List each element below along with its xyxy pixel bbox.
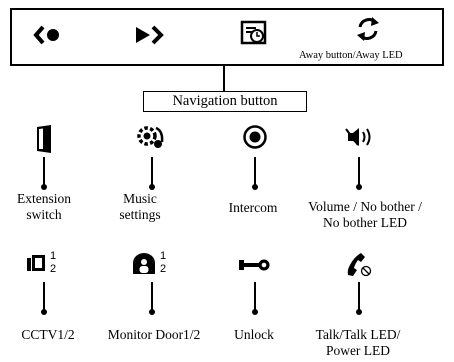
intercom-dot xyxy=(252,184,258,190)
talk-label: Talk/Talk LED/ Power LED xyxy=(300,327,416,359)
music-connector xyxy=(151,157,153,187)
unlock-key-icon[interactable] xyxy=(238,258,272,272)
volume-label-line2: No bother LED xyxy=(323,215,407,230)
intercom-connector xyxy=(254,157,256,187)
talk-connector xyxy=(358,282,360,312)
refresh-icon[interactable] xyxy=(354,15,382,43)
extension-switch-icon[interactable] xyxy=(34,124,54,154)
volume-label: Volume / No bother / No bother LED xyxy=(290,199,440,231)
intercom-icon[interactable] xyxy=(242,124,268,150)
previous-icon[interactable] xyxy=(33,24,63,46)
extension-label-line2: switch xyxy=(26,207,62,222)
cctv-connector xyxy=(43,282,45,312)
talk-handset-icon[interactable] xyxy=(344,251,374,279)
navigation-button-label: Navigation button xyxy=(143,91,307,112)
monitor-dot xyxy=(149,309,155,315)
unlock-label: Unlock xyxy=(234,327,274,342)
talk-dot xyxy=(356,309,362,315)
away-button-label: Away button/Away LED xyxy=(299,50,403,61)
talk-label-line2: Power LED xyxy=(325,343,391,358)
monitor-subscript: 2 xyxy=(160,263,167,275)
cctv-icon[interactable] xyxy=(26,253,46,273)
music-settings-label: Music settings xyxy=(108,191,172,223)
talk-label-line1: Talk/Talk LED/ xyxy=(315,327,401,342)
monitor-superscript: 1 xyxy=(160,250,167,262)
monitor-connector xyxy=(151,282,153,312)
volume-dot xyxy=(356,184,362,190)
extension-label-line1: Extension xyxy=(17,191,71,206)
cctv-dot xyxy=(41,309,47,315)
extension-dot xyxy=(41,184,47,190)
monitor-door-icon[interactable] xyxy=(131,252,157,276)
music-dot xyxy=(149,184,155,190)
calendar-clock-icon[interactable] xyxy=(240,20,268,46)
navigation-connector xyxy=(223,66,225,91)
extension-switch-label: Extension switch xyxy=(0,191,88,223)
music-settings-icon[interactable] xyxy=(136,124,168,152)
cctv-superscript: 1 xyxy=(50,250,57,262)
next-icon[interactable] xyxy=(133,24,165,46)
cctv-label: CCTV1/2 xyxy=(21,327,75,342)
monitor-door-label: Monitor Door1/2 xyxy=(107,327,201,342)
music-label-line2: settings xyxy=(119,207,161,222)
top-button-bar xyxy=(10,8,444,66)
cctv-subscript: 2 xyxy=(50,263,57,275)
unlock-connector xyxy=(254,282,256,312)
intercom-label: Intercom xyxy=(228,200,278,215)
volume-connector xyxy=(358,157,360,187)
music-label-line1: Music xyxy=(123,191,157,206)
volume-icon[interactable] xyxy=(345,125,375,149)
unlock-dot xyxy=(252,309,258,315)
volume-label-line1: Volume / No bother / xyxy=(308,199,422,214)
extension-connector xyxy=(43,157,45,187)
